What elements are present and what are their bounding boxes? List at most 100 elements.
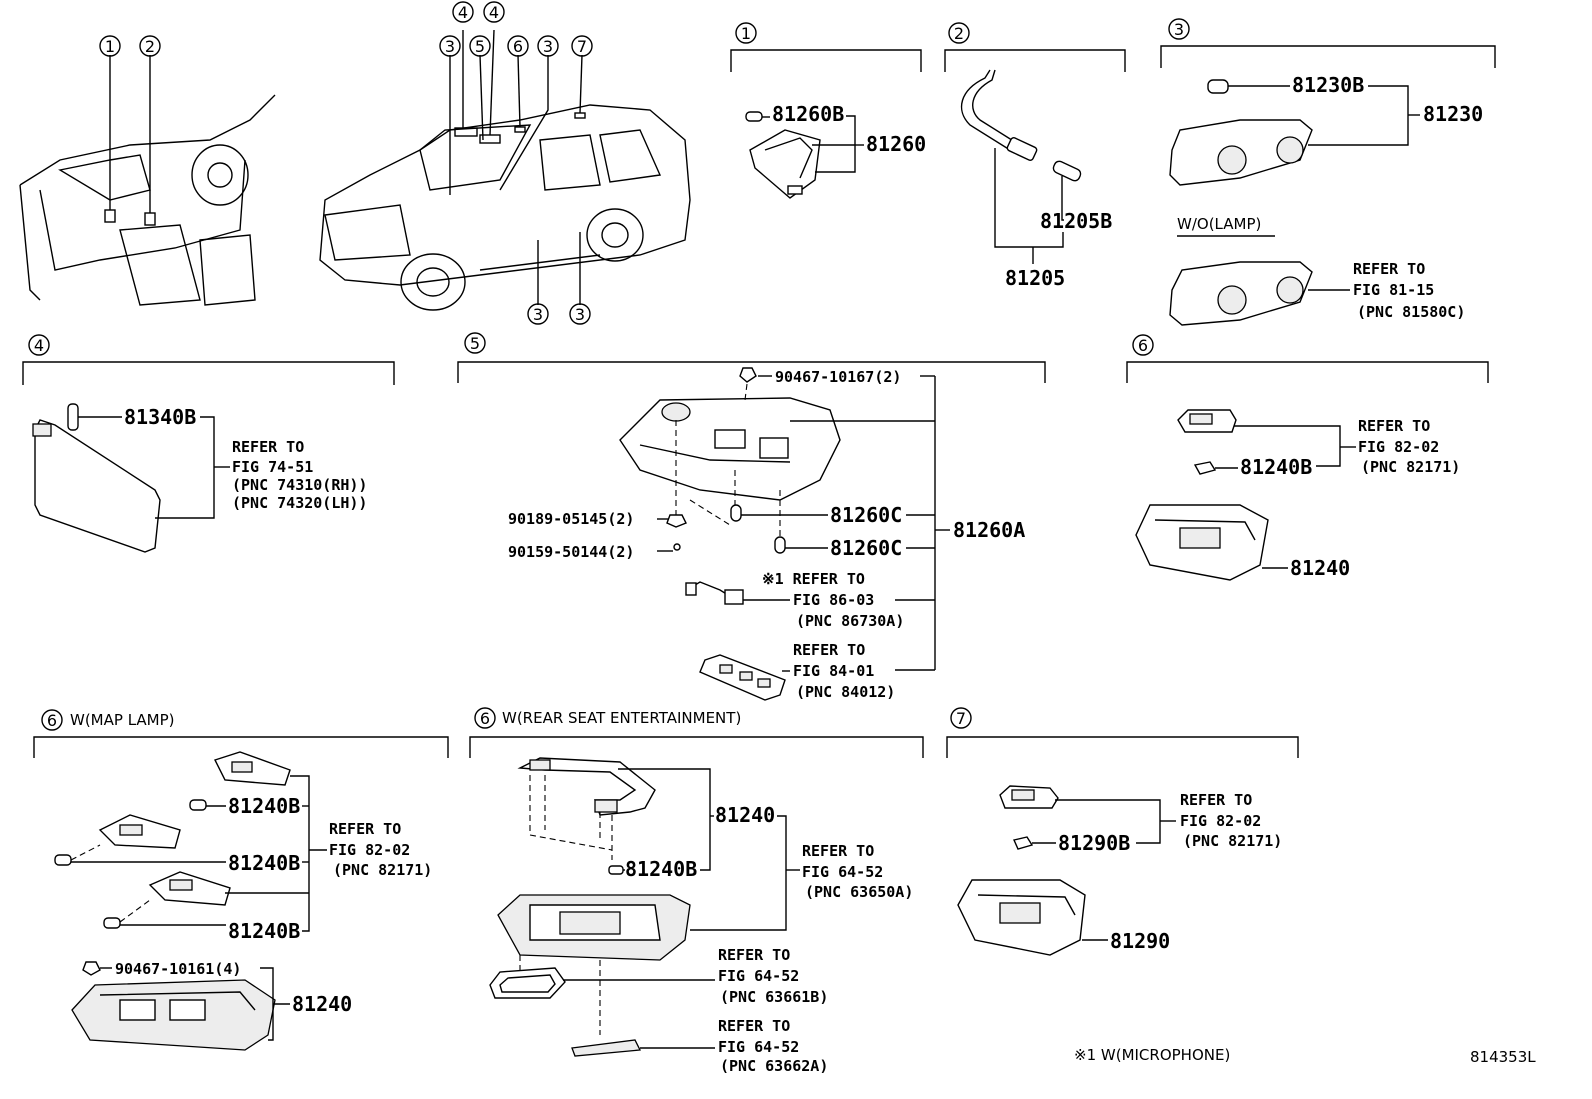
part-number-81230: 81230 [1423,102,1483,126]
callout-3-vehicle-d: 3 [569,303,591,325]
sun-visor-part [32,419,161,553]
diagram-id: 814353L [1470,1048,1536,1066]
wiring-harness-part [517,757,656,816]
section-1: 1 81260B 81260 [730,22,926,199]
refer-to-line-1: ※1 REFER TO [762,570,865,588]
svg-text:6: 6 [513,37,523,56]
section-2: 2 81205B 81205 [944,22,1126,290]
callout-7-vehicle: 7 [571,35,593,57]
part-number-81340B: 81340B [124,405,196,429]
bulb-icon [745,111,763,122]
bulb-icon [67,403,79,431]
refer-to-line-1: REFER TO [329,820,401,838]
interior-dashboard-illustration [19,55,276,306]
part-number-81290B: 81290B [1058,831,1130,855]
part-number-81260B: 81260B [772,102,844,126]
part-number-81205B: 81205B [1040,209,1112,233]
refer-to-line-3: (PNC 82171) [1361,458,1460,476]
bulb-icon [730,504,742,522]
bulb-icon [189,799,207,811]
callout-4-vehicle-b: 4 [483,1,505,23]
refer-to-line-1: REFER TO [718,946,790,964]
section-6-map-lamp: 6 W(MAP LAMP) 81240B 81240B 812 [33,709,449,1051]
part-number-81240B: 81240B [625,857,697,881]
part-number-81260C-b: 81260C [830,536,902,560]
refer-to-line-2: FIG 64-52 [802,863,883,881]
part-number-81260: 81260 [866,132,926,156]
refer-to-line-4: (PNC 74320(LH)) [232,494,367,512]
section-6-rear-seat-entertainment: 6 W(REAR SEAT ENTERTAINMENT) 81240B 8124… [469,707,924,1075]
refer-to-line-3: (PNC 84012) [796,683,895,701]
bulb-icon [54,854,72,866]
refer-to-line-2: FIG 64-52 [718,967,799,985]
svg-text:2: 2 [145,37,155,56]
svg-text:3: 3 [1174,20,1184,39]
bulb-icon [1207,79,1229,94]
section-6: 6 81240B REFER TO FIG 82-02 (PNC 82171) … [1126,334,1489,581]
refer-to-line-3: (PNC 74310(RH)) [232,476,367,494]
bulb-icon [1052,160,1082,182]
svg-text:3: 3 [533,305,543,324]
screw-icon [739,367,757,383]
svg-text:3: 3 [543,37,553,56]
refer-to-line-3: (PNC 63662A) [720,1057,828,1075]
part-number-90159-50144: 90159-50144(2) [508,543,634,561]
part-number-81240B-a: 81240B [228,794,300,818]
refer-to-line-3: (PNC 82171) [1183,832,1282,850]
refer-to-line-1: REFER TO [1358,417,1430,435]
part-number-81240B: 81240B [1240,455,1312,479]
refer-to-line-2: FIG 84-01 [793,662,874,680]
footnote-microphone: ※1 W(MICROPHONE) [1074,1046,1230,1064]
part-number-81230B: 81230B [1292,73,1364,97]
section-3: 3 81230B 81230 W/O(LAMP) REFER TO FIG 81… [1160,18,1496,326]
bulb-icon [103,917,121,929]
svg-text:2: 2 [954,24,964,43]
map-lamp-housing-part [71,979,276,1051]
refer-to-line-3: (PNC 63650A) [805,883,913,901]
svg-text:6: 6 [480,709,490,728]
bulb-icon [774,536,786,554]
refer-to-line-3: (PNC 63661B) [720,988,828,1006]
callout-2-interior: 2 [139,35,161,57]
section-7: 7 81290B REFER TO FIG 82-02 (PNC 82171) … [946,707,1299,956]
switch-part [999,785,1059,809]
callout-4-vehicle-a: 4 [452,1,474,23]
svg-text:7: 7 [956,709,966,728]
courtesy-lamp-part [1169,119,1313,186]
overhead-console-part [619,397,841,501]
refer-to-line-1: REFER TO [793,641,865,659]
refer-to-line-1: REFER TO [1180,791,1252,809]
seal-gasket-part [489,967,566,999]
bulb-icon [1013,836,1034,850]
svg-text:1: 1 [741,24,751,43]
svg-text:6: 6 [1138,336,1148,355]
callout-5-vehicle: 5 [469,35,491,57]
refer-to-line-2: FIG 82-02 [1180,812,1261,830]
trim-strip-part [571,1039,642,1057]
callout-6-vehicle: 6 [507,35,529,57]
svg-text:7: 7 [577,37,587,56]
refer-to-line-2: FIG 82-02 [1358,438,1439,456]
part-number-81240: 81240 [292,992,352,1016]
svg-text:4: 4 [34,336,44,355]
refer-to-line-3: (PNC 82171) [333,861,432,879]
section-5: 5 90467-10167(2) 90189-05145(2) 90159 [457,332,1046,701]
vanity-lamp-housing-part [957,879,1086,956]
section-4: 4 81340B REFER TO FIG 74-51 (PNC 74310(R… [22,334,395,553]
callout-3-vehicle-b: 3 [537,35,559,57]
screw-icon [666,514,687,528]
refer-to-line-2: FIG 74-51 [232,458,313,476]
lamp-cord-part [960,69,1038,161]
refer-to-line-2: FIG 86-03 [793,591,874,609]
svg-text:3: 3 [445,37,455,56]
bulb-icon [1193,461,1217,475]
svg-text:5: 5 [470,334,480,353]
svg-text:4: 4 [489,3,499,22]
rse-housing-part [497,894,691,961]
part-number-81290: 81290 [1110,929,1170,953]
bulb-icon [608,865,624,875]
clip-icon [673,543,681,551]
vehicle-illustration [319,29,691,311]
refer-to-line-3: (PNC 86730A) [796,612,904,630]
refer-to-line-2: FIG 64-52 [718,1038,799,1056]
